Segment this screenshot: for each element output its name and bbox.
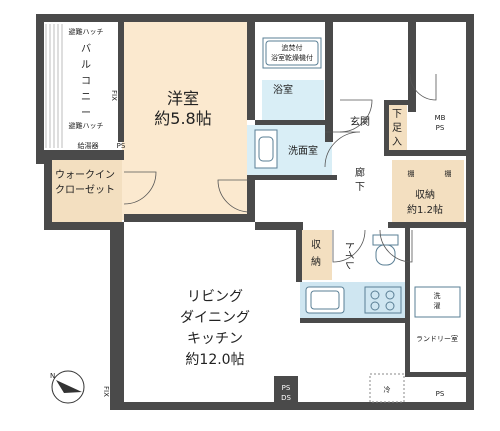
footrest-floor <box>387 105 407 151</box>
washroom-label: 洗面室 <box>288 144 318 157</box>
mbps-line1: MB <box>435 114 446 122</box>
toilet-label: トイレ <box>343 240 354 270</box>
sink <box>305 286 345 314</box>
dryer-line2: 浴室乾燥機付 <box>271 53 313 62</box>
walk-in-line1: ウォークイン <box>55 169 115 181</box>
washer-line1: 洗 <box>434 291 441 300</box>
balcony-char-5: ー <box>81 108 91 119</box>
footrest-line3: 入 <box>392 137 402 148</box>
balcony-hatch-bottom: 避難ハッチ <box>69 121 104 130</box>
bath-floor <box>262 80 324 122</box>
balcony-char-2: ル <box>81 60 91 71</box>
footrest-line2: 足 <box>392 122 402 134</box>
entrance-label: 玄関 <box>350 115 370 128</box>
walk-in-floor <box>52 160 122 222</box>
mbps-line2: PS <box>436 124 445 132</box>
hallway-line1: 廊 <box>355 166 365 179</box>
ldk-line2: ダイニング <box>180 310 250 326</box>
ps-ds-line1: PS <box>282 384 291 392</box>
washbasin <box>254 129 278 169</box>
fridge-space <box>369 373 405 403</box>
bathtub <box>262 37 322 69</box>
storage-size: 約1.2帖 <box>407 203 443 216</box>
bath-label: 浴室 <box>273 83 293 96</box>
fridge-label: 冷 <box>384 385 391 394</box>
small-storage-line1: 収 <box>311 239 321 251</box>
compass-label: N <box>50 372 55 380</box>
balcony-floor <box>44 22 122 150</box>
walk-in-line2: クローゼット <box>55 184 115 196</box>
bedroom-size: 約5.8帖 <box>154 109 211 128</box>
balcony-char-1: バ <box>81 43 91 55</box>
balcony-char-3: コ <box>81 76 91 87</box>
balcony-hatch-top: 避難ハッチ <box>69 27 104 36</box>
toilet-fixture <box>372 234 399 266</box>
walls <box>36 14 474 410</box>
storage-name: 収納 <box>415 188 435 201</box>
ldk-line3: キッチン <box>187 331 243 347</box>
storage-shelf2: 棚 <box>445 169 452 178</box>
washer-box <box>414 286 461 318</box>
stove <box>364 286 402 314</box>
fix-left-label: FIX <box>102 386 110 397</box>
storage-shelf1: 棚 <box>408 169 415 178</box>
hallway-line2: 下 <box>355 182 365 193</box>
ps-ds-line2: DS <box>281 394 291 402</box>
bedroom-floor <box>122 22 247 220</box>
door-swings <box>123 73 437 263</box>
dryer-line1: 追焚付 <box>282 43 303 52</box>
laundry-label: ランドリー室 <box>416 334 458 343</box>
ps-bottom-right: PS <box>436 390 445 398</box>
footrest-line1: 下 <box>392 109 402 120</box>
ldk-line1: リビング <box>187 289 243 305</box>
washer-line2: 濯 <box>434 301 441 310</box>
bedroom-name: 洋室 <box>167 89 199 108</box>
compass-icon: N <box>50 370 85 404</box>
water-heater-label: 給湯器 <box>78 141 99 150</box>
storage-floor <box>392 160 464 225</box>
balcony-char-4: ニ <box>81 92 91 103</box>
small-storage-floor <box>300 230 332 280</box>
ps-small-label: PS <box>117 142 126 150</box>
small-storage-line2: 納 <box>311 255 321 268</box>
balcony-fix: FIX <box>110 90 118 101</box>
ldk-size: 約12.0帖 <box>185 352 244 368</box>
balcony-hatch-pattern <box>45 24 63 148</box>
